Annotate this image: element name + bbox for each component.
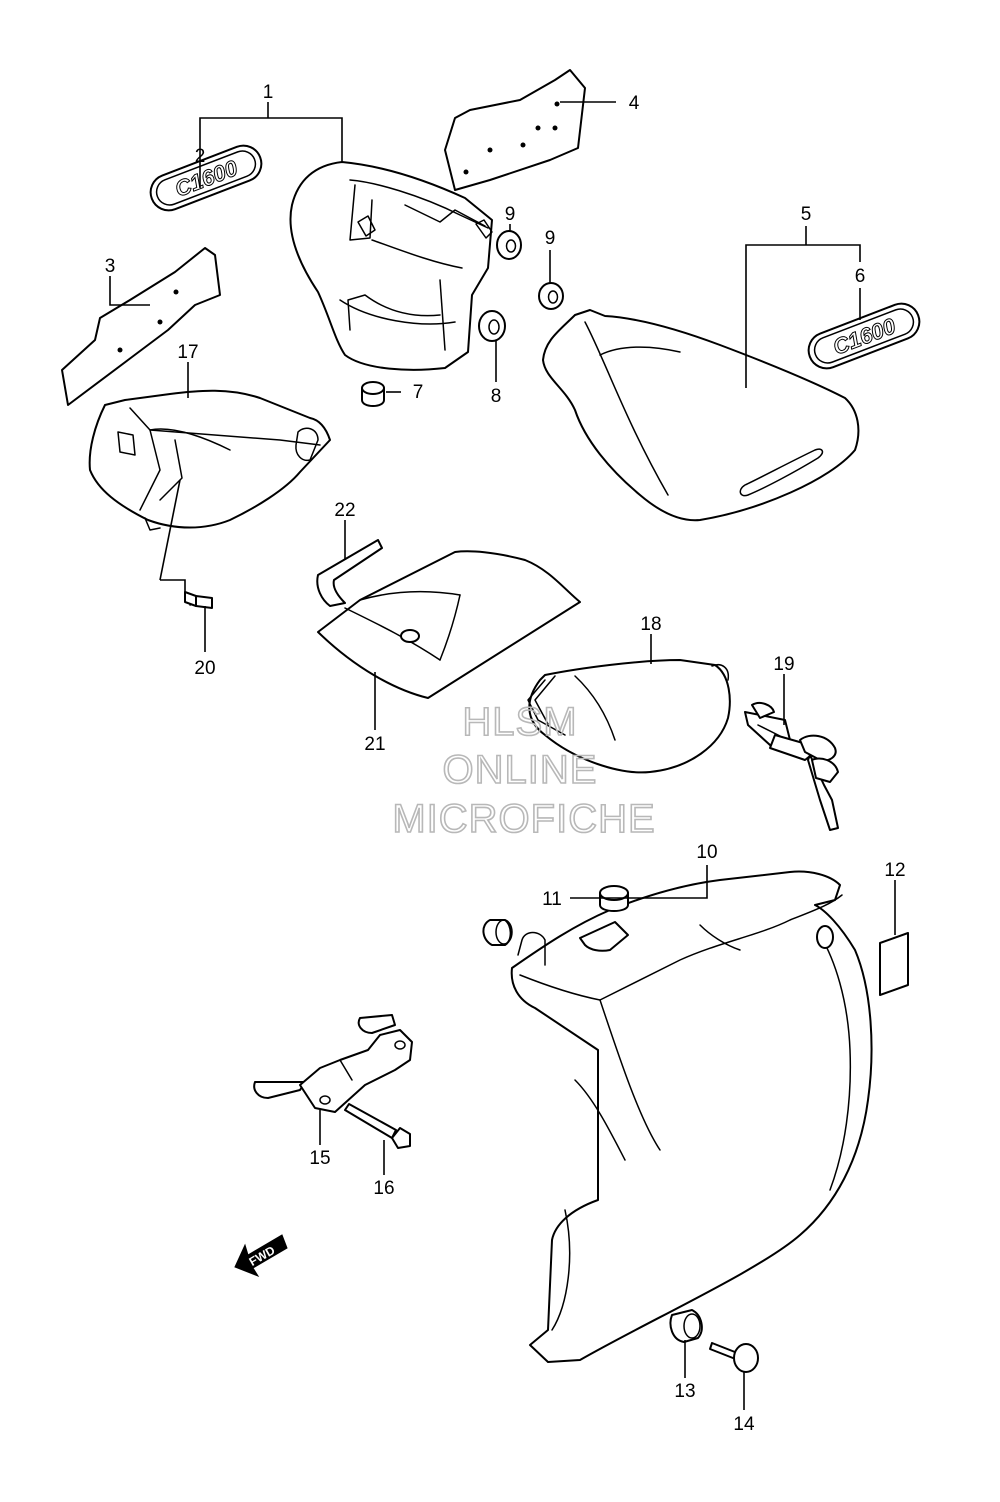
callout-20: 20 [194,658,215,679]
watermark-line-1: HLSM [462,700,577,744]
part-18-right-box [527,659,731,774]
callout-12: 12 [884,860,905,881]
callout-5: 5 [801,204,812,225]
callout-17: 17 [177,342,198,363]
callout-22: 22 [334,500,355,521]
leader-lines [109,101,896,1410]
part-5-right-frame-cover [542,309,860,522]
part-8-washer [478,310,506,342]
callout-4: 4 [629,93,640,114]
part-12-label [879,932,909,996]
callout-2: 2 [195,146,206,167]
watermark: HLSM ONLINE MICROFICHE [392,699,656,842]
part-4-upper-pad [444,69,586,191]
part-16-long-bolt [344,1103,411,1149]
callout-16: 16 [373,1178,394,1199]
fwd-arrow-icon: FWD [234,1234,288,1278]
callout-13: 13 [674,1381,695,1402]
part-19-key-lock [744,702,839,831]
part-20-bolt [184,591,213,609]
callout-numbers: 1 2 3 4 5 6 7 8 9 9 10 11 12 13 14 15 16… [105,82,906,1435]
callout-1: 1 [263,82,274,103]
part-7-grommet [361,381,385,407]
part-3-left-pad [61,247,221,406]
callout-15: 15 [309,1148,330,1169]
part-15-bracket [253,1014,413,1113]
part-2-emblem-left: C1600 [149,144,263,212]
part-21-tray [317,550,581,699]
part-14-rivet [709,1342,759,1373]
callout-10: 10 [696,842,717,863]
callout-6: 6 [855,266,866,287]
part-13-grommet [669,1309,703,1343]
watermark-line-3: MICROFICHE [392,797,655,841]
callout-9a: 9 [505,204,516,225]
part-9-washer-a [496,230,522,260]
callout-3: 3 [105,256,116,277]
part-10-rear-cover [510,870,873,1363]
callout-14: 14 [733,1414,755,1435]
callout-18: 18 [640,614,661,635]
part-1-left-frame-cover [289,161,493,371]
part-6-emblem-right: C1600 [807,302,921,370]
callout-19: 19 [773,654,794,675]
part-9-washer-b [538,282,564,310]
callout-11: 11 [542,889,562,910]
part-17-left-box [88,389,331,531]
callout-7: 7 [413,382,424,403]
watermark-line-2: ONLINE [443,748,598,792]
callout-21: 21 [364,734,385,755]
callout-8: 8 [491,386,502,407]
callout-9b: 9 [545,228,556,249]
part-22-hex-key [316,539,383,607]
